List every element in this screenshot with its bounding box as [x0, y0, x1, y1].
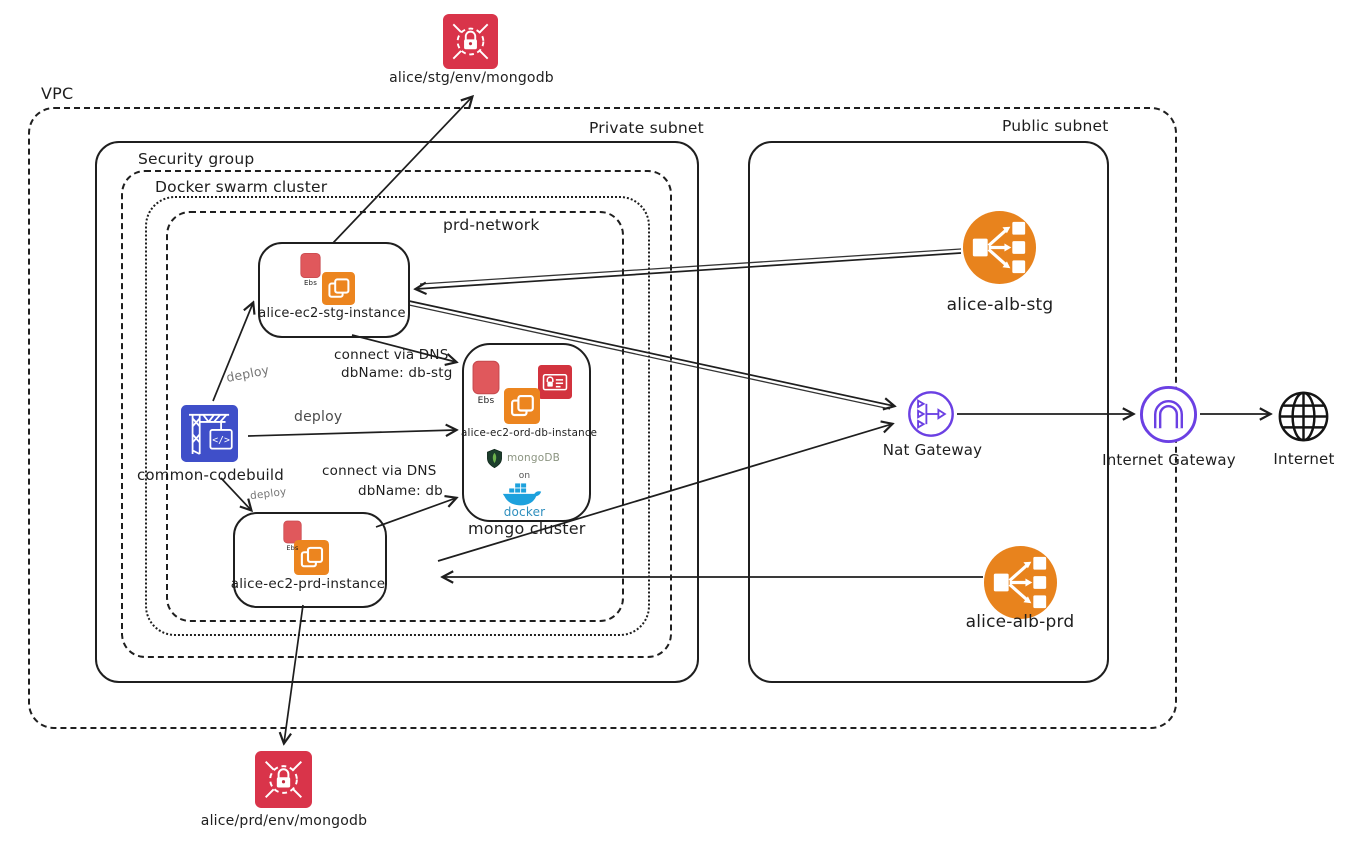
codebuild-icon: </>: [181, 405, 238, 462]
docker-icon: [501, 479, 543, 507]
internet-label: Internet: [1273, 450, 1335, 468]
ec2-db-label: alice-ec2-ord-db-instance: [461, 427, 598, 439]
ebs-db-badge: Ebs: [477, 396, 495, 406]
internet-gateway-icon: [1139, 385, 1198, 444]
secrets-prd-label: alice/prd/env/mongodb: [200, 813, 368, 829]
docker-swarm-cluster-label: Docker swarm cluster: [150, 178, 333, 196]
ebs-prd-badge: Ebs: [286, 544, 299, 552]
edge-label-dbname-stg: dbName: db-stg: [341, 365, 453, 381]
public-subnet-boundary: [748, 141, 1109, 683]
security-group-label: Security group: [133, 150, 260, 168]
ec2-stg-label: alice-ec2-stg-instance: [258, 306, 406, 321]
alb-stg-icon: [962, 210, 1037, 285]
secrets-manager-stg-icon: [443, 14, 498, 69]
ec2-prd-icon: [294, 540, 329, 575]
docker-wordmark: docker: [503, 505, 546, 519]
secrets-stg-label: alice/stg/env/mongodb: [389, 70, 554, 86]
public-subnet-label: Public subnet: [1002, 117, 1109, 135]
ec2-prd-label: alice-ec2-prd-instance: [230, 576, 386, 592]
secrets-manager-prd-icon: [255, 751, 312, 808]
alb-prd-icon: [983, 545, 1058, 620]
mongodb-icon: [486, 448, 503, 469]
nat-gateway-icon: [907, 390, 955, 438]
secret-credentials-icon: [538, 365, 572, 399]
codebuild-label: common-codebuild: [136, 466, 284, 484]
on-label: on: [518, 471, 531, 481]
prd-network-label: prd-network: [443, 216, 540, 234]
ebs-stg-badge: Ebs: [303, 279, 318, 287]
ebs-stg-icon: [300, 252, 321, 279]
ebs-db-icon: [472, 359, 500, 396]
mongodb-wordmark: mongoDB: [507, 452, 561, 464]
ec2-stg-icon: [322, 272, 355, 305]
edge-label-deploy-db: deploy: [294, 409, 343, 425]
edge-label-connect-prd: connect via DNS: [322, 463, 437, 479]
codebuild-glyph: </>: [212, 435, 230, 446]
edge-label-connect-stg: connect via DNS: [334, 347, 449, 363]
alb-prd-label: alice-alb-prd: [965, 612, 1075, 632]
nat-gateway-label: Nat Gateway: [882, 441, 983, 459]
alb-stg-label: alice-alb-stg: [946, 295, 1054, 315]
vpc-label: VPC: [41, 84, 74, 103]
mongo-cluster-label: mongo cluster: [468, 519, 586, 538]
private-subnet-label: Private subnet: [589, 119, 704, 137]
ec2-db-icon: [504, 388, 540, 424]
edge-label-dbname-prd: dbName: db: [358, 483, 443, 499]
internet-gateway-label: Internet Gateway: [1102, 451, 1236, 469]
internet-globe-icon: [1277, 390, 1330, 443]
ebs-prd-icon: [283, 520, 302, 544]
